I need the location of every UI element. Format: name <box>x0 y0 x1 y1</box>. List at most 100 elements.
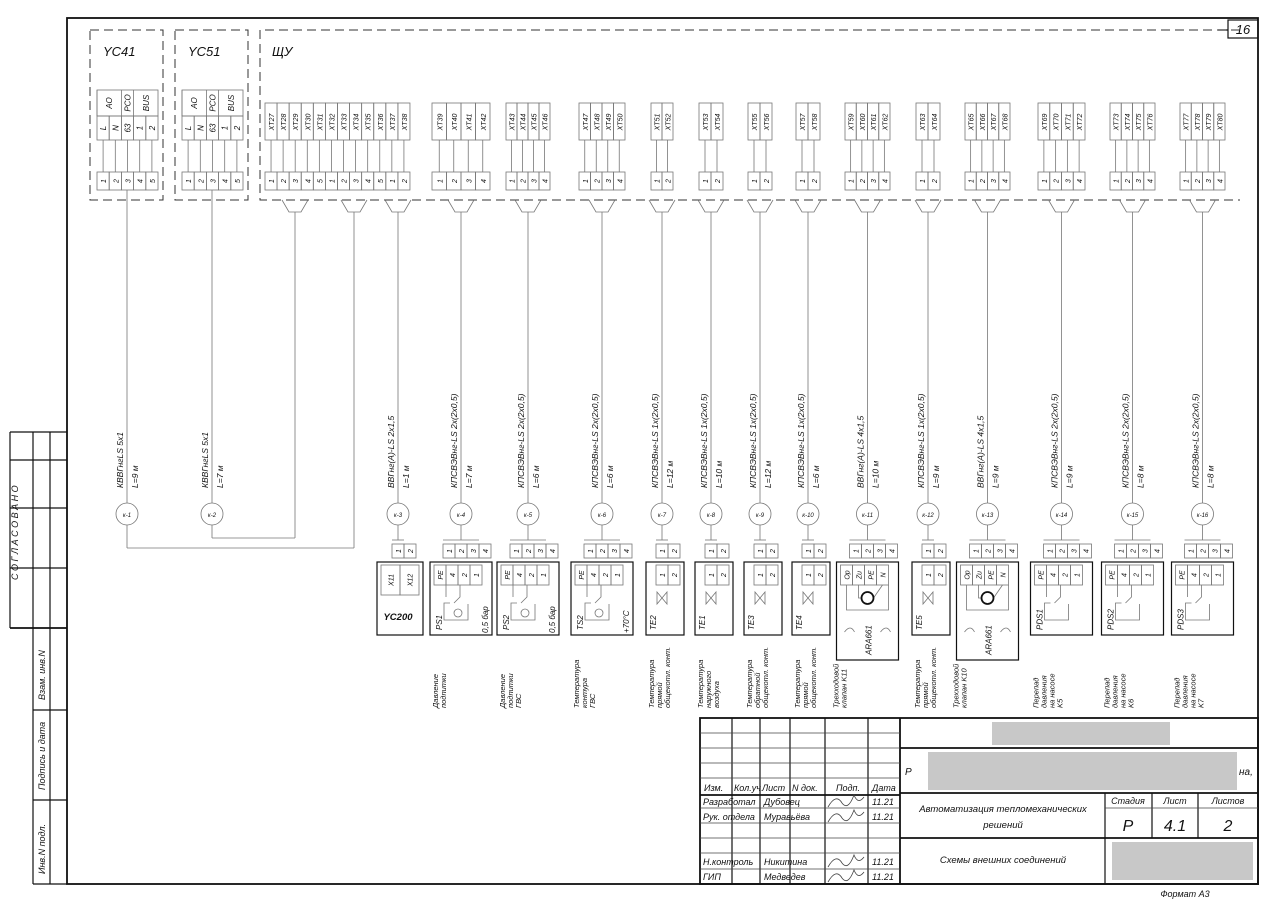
device-caption: прямой <box>655 681 664 708</box>
cable-entry-icon <box>1189 199 1216 213</box>
cable-length: L=1 м <box>401 465 411 488</box>
device-terminal <box>1070 564 1083 586</box>
sheet-label: Лист <box>1162 796 1187 806</box>
wire-number: 5 <box>317 179 324 183</box>
terminal-label: XT71 <box>1065 114 1072 132</box>
device-caption: Температура <box>913 660 922 708</box>
wire-number: 2 <box>408 549 415 554</box>
person-name: Муравьёва <box>764 812 810 822</box>
device-terminal-label: 1 <box>615 573 622 577</box>
device-terminal-label: 1 <box>541 573 548 577</box>
device-terminal-label: 4 <box>1192 573 1199 577</box>
cable-length: L=6 м <box>605 465 615 488</box>
device-caption: давления <box>1040 675 1049 708</box>
device-caption: Давление <box>498 674 507 709</box>
cable-type: КПСВЭВнг-LS 2х(2х0,5) <box>516 393 526 488</box>
wire-number: 2 <box>866 549 873 554</box>
device-caption: давления <box>1111 675 1120 708</box>
device-tag: ARA661 <box>865 625 874 656</box>
wire-number-cell <box>538 171 551 191</box>
format-label: Формат А3 <box>1160 889 1209 899</box>
device-terminal-label: 2 <box>672 573 679 578</box>
cable-length: L=8 м <box>1136 465 1146 488</box>
wire-number: 1 <box>926 549 933 553</box>
group-name: ЩУ <box>272 44 294 59</box>
cable-type: КПСВЭВнг-LS 1х(2х0,5) <box>748 393 758 488</box>
wire-number: 4 <box>543 179 550 183</box>
switch-contact-icon <box>584 585 610 621</box>
wire-number: 3 <box>998 549 1005 553</box>
wire-number: 3 <box>293 179 300 183</box>
device-caption: Трехходовой <box>832 663 841 708</box>
device-body <box>1170 561 1235 636</box>
device-terminal <box>469 564 483 586</box>
wire-number: 2 <box>521 179 528 184</box>
wire-number: 2 <box>1201 549 1208 554</box>
cable-entry <box>281 199 309 213</box>
wire-number: 2 <box>1125 179 1132 184</box>
group-name: YC51 <box>188 44 221 59</box>
terminal-header-label: PCO <box>209 94 218 111</box>
wire-number: 1 <box>806 549 813 553</box>
terminal-label: XT40 <box>452 114 459 132</box>
cable-type: ВВГнг(А)-LS 4х1,5 <box>856 416 866 488</box>
terminal-label: XT77 <box>1184 113 1191 132</box>
wire-number: 1 <box>329 179 336 183</box>
wire-number: 2 <box>1054 179 1061 184</box>
device-terminal-label: PE <box>1039 570 1046 580</box>
wire-number-cell <box>1072 171 1086 191</box>
wire-number: 2 <box>1131 549 1138 554</box>
wire-number-cell <box>878 171 891 191</box>
cable-type: КПСВЭВнг-LS 1х(2х0,5) <box>650 393 660 488</box>
cable-marker <box>1050 502 1073 526</box>
wire-number: 1 <box>1119 549 1126 553</box>
terminal-label: XT60 <box>860 114 867 132</box>
device-terminal-label: 2 <box>603 573 610 578</box>
wire-number: 1 <box>974 549 981 553</box>
role-label: Разработал <box>703 797 755 807</box>
cable-entry-icon <box>447 199 475 213</box>
cable-id: к-11 <box>862 513 873 519</box>
cable-type: КПСВЭВнг-LS 1х(2х0,5) <box>916 393 926 488</box>
cable-id: к-2 <box>208 513 217 519</box>
terminal-label: 2 <box>148 125 157 131</box>
device-terminal <box>765 564 779 586</box>
wire-number: 1 <box>583 179 590 183</box>
device-terminal-label: 2 <box>770 573 777 578</box>
device-caption: наружного <box>704 671 713 708</box>
cable-entry-icon <box>588 199 616 213</box>
terminal-label: XT67 <box>991 113 998 132</box>
terminal-label: XT80 <box>1217 114 1224 132</box>
device-body <box>570 561 634 636</box>
switch-contact-icon <box>443 585 469 621</box>
terminal-header-label: BUS <box>142 94 151 111</box>
cable-id: к-15 <box>1127 513 1139 519</box>
device-terminal-label: N <box>1001 572 1008 578</box>
wire-number: 2 <box>1195 179 1202 184</box>
device-terminal-label: 2 <box>721 573 728 578</box>
switch-contact-icon <box>1185 585 1210 621</box>
sheet-number: 16 <box>1236 22 1251 37</box>
terminal-label: XT57 <box>800 113 807 132</box>
cable-id: к-14 <box>1056 513 1068 519</box>
column-header: Изм. <box>704 783 723 793</box>
device-caption: подпитки <box>506 672 515 708</box>
wire-number-cell <box>998 171 1011 191</box>
device-terminal-label: 1 <box>926 573 933 577</box>
terminal-label: XT37 <box>390 113 397 132</box>
wire-number: 2 <box>672 549 679 554</box>
wire-number-cell <box>759 171 773 191</box>
column-header: N док. <box>792 783 818 793</box>
terminal-label: 63 <box>124 123 133 132</box>
wire-number: 1 <box>709 549 716 553</box>
device-terminal-label: 1 <box>1146 573 1153 577</box>
wire-number: 3 <box>126 179 133 183</box>
device-setpoint: 0,5 бар <box>481 606 490 633</box>
cable-type: КВВГнгLS 5х1 <box>200 432 210 488</box>
